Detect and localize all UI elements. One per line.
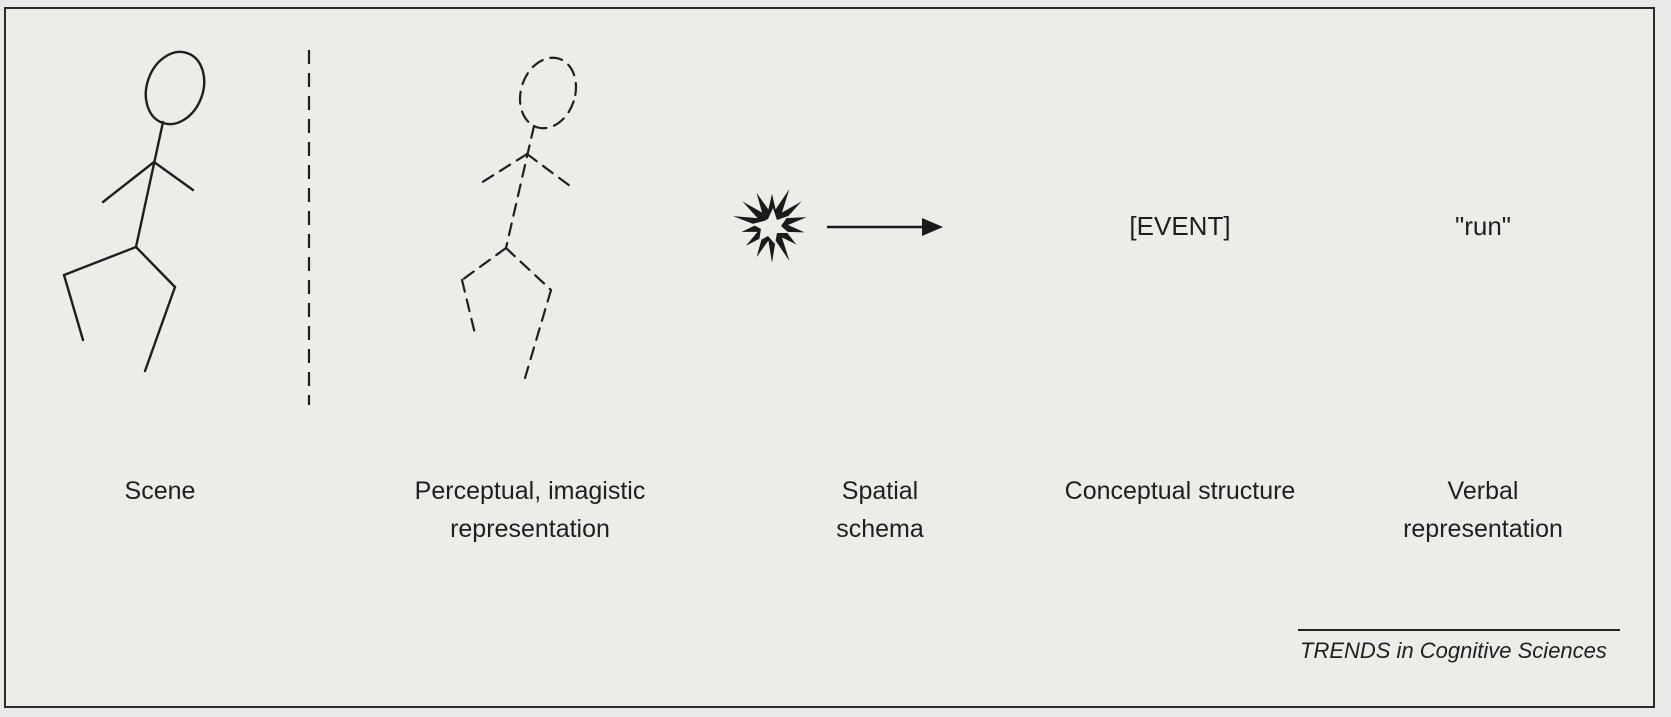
verbal-representation-caption: Verbal representation (1378, 472, 1588, 548)
spatial-schema-caption: Spatial schema (800, 472, 960, 548)
conceptual-structure-node: [EVENT] (1080, 211, 1280, 241)
right-arrow-icon (827, 218, 943, 236)
conceptual-structure-caption: Conceptual structure (1040, 472, 1320, 510)
perceptual-representation-caption: Perceptual, imagistic representation (380, 472, 680, 548)
journal-credit: TRENDS in Cognitive Sciences (1300, 638, 1607, 664)
starburst-icon (733, 189, 807, 263)
dashed-running-stick-figure-icon (462, 50, 585, 378)
verbal-representation-node: "run" (1413, 211, 1553, 241)
scene-caption: Scene (60, 472, 260, 510)
credit-rule (1298, 629, 1620, 631)
running-stick-figure-icon (64, 44, 214, 371)
